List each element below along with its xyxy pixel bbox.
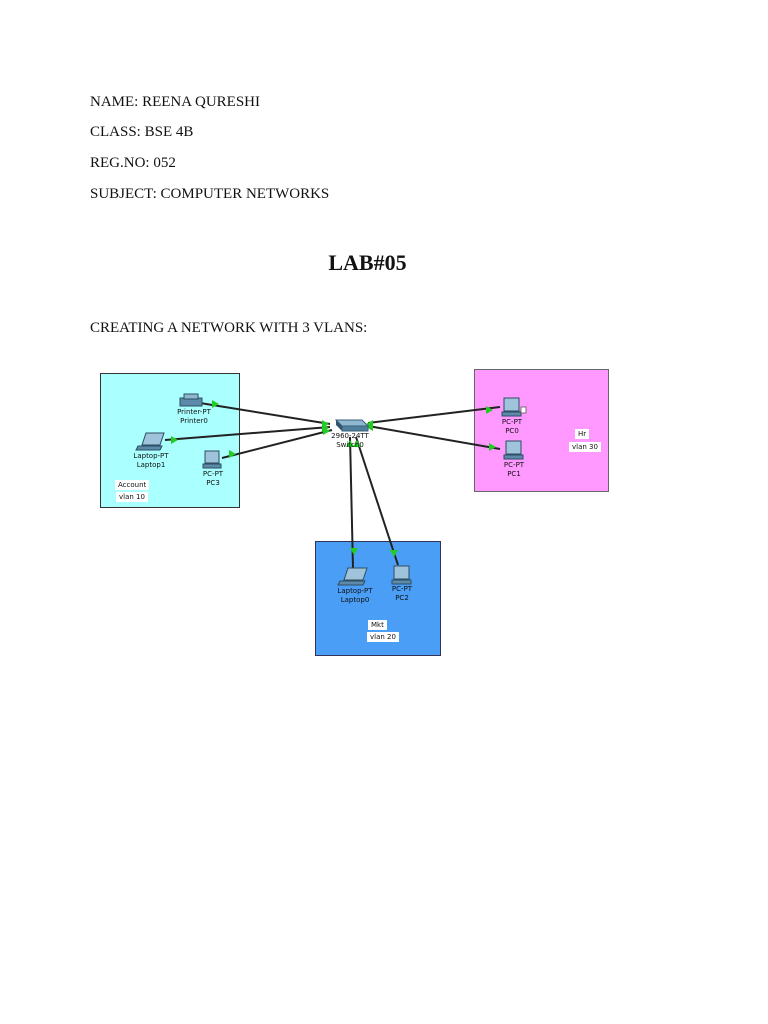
switch-icon xyxy=(334,419,370,432)
link-pc2 xyxy=(355,436,399,566)
zone-hr-name: Hr xyxy=(575,429,590,439)
link-pc0 xyxy=(367,406,501,424)
laptop-icon xyxy=(135,432,165,451)
link-laptop0 xyxy=(349,436,354,569)
info-subject: SUBJECT: COMPUTER NETWORKS xyxy=(90,186,330,202)
section-subtitle: CREATING A NETWORK WITH 3 VLANS: xyxy=(90,320,368,336)
info-class: CLASS: BSE 4B xyxy=(90,124,194,140)
link-pc1 xyxy=(367,425,501,450)
pc-icon xyxy=(202,450,222,469)
lab-title: LAB#05 xyxy=(328,250,407,275)
zone-marketing-name: Mkt xyxy=(368,620,387,630)
link-laptop1 xyxy=(164,426,331,441)
zone-hr-vlan: vlan 30 xyxy=(569,442,601,452)
zone-account-name: Account xyxy=(115,480,150,490)
info-name: NAME: REENA QURESHI xyxy=(90,94,261,110)
zone-marketing-vlan: vlan 20 xyxy=(367,632,399,642)
pc-icon xyxy=(501,397,527,417)
link-pc3 xyxy=(221,429,333,459)
zone-account-vlan: vlan 10 xyxy=(116,492,148,502)
pc-icon xyxy=(391,565,412,585)
laptop-icon xyxy=(337,567,368,586)
printer-icon xyxy=(179,393,203,407)
info-regno: REG.NO: 052 xyxy=(90,155,176,171)
link-printer0 xyxy=(199,402,331,425)
pc-icon xyxy=(503,440,524,460)
